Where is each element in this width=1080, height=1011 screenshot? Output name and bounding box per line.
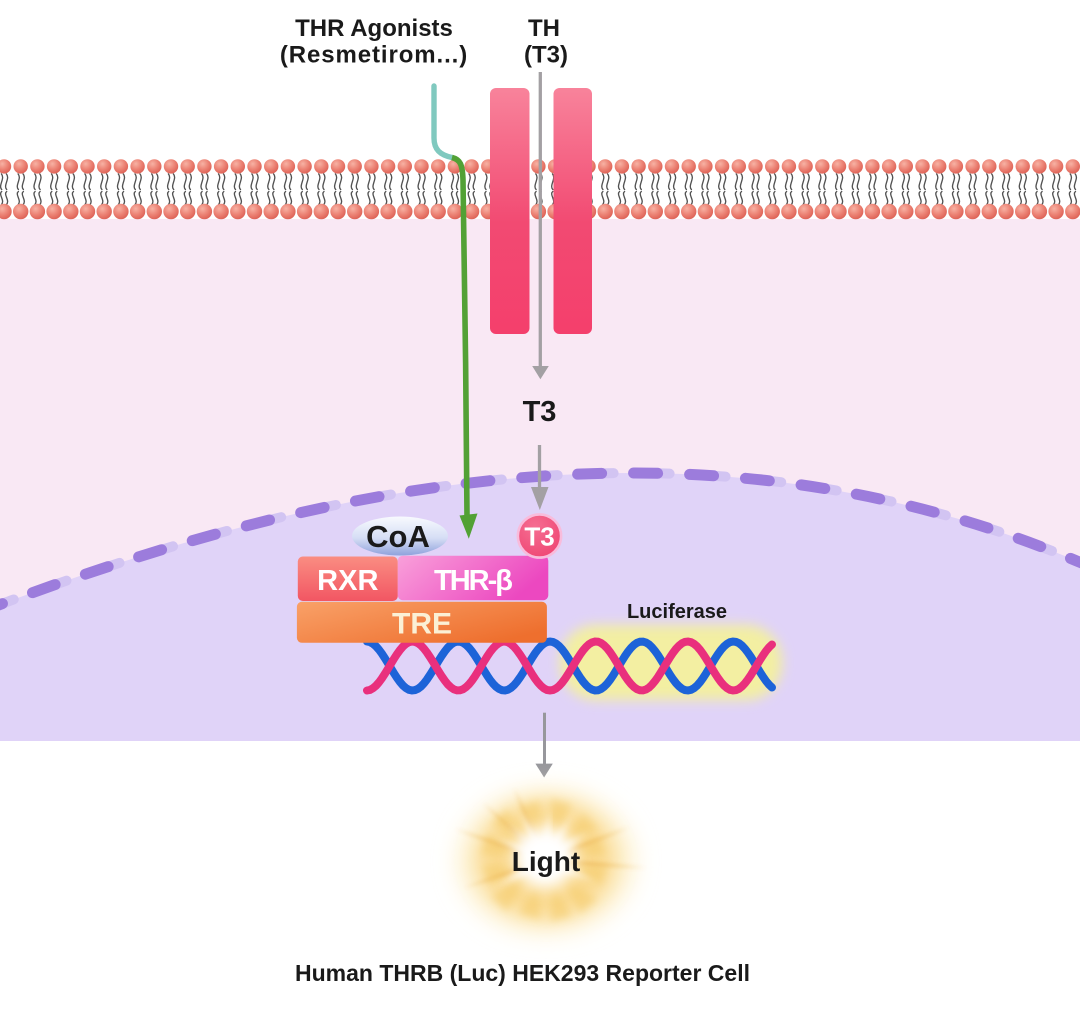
svg-text:Light: Light bbox=[512, 846, 580, 877]
svg-text:T3: T3 bbox=[523, 396, 557, 428]
svg-text:(T3): (T3) bbox=[524, 42, 568, 69]
svg-text:THR-β: THR-β bbox=[434, 565, 512, 597]
svg-text:Human THRB (Luc) HEK293 Report: Human THRB (Luc) HEK293 Reporter Cell bbox=[295, 960, 750, 986]
svg-text:TRE: TRE bbox=[392, 608, 452, 641]
svg-text:Luciferase: Luciferase bbox=[627, 601, 727, 623]
svg-text:RXR: RXR bbox=[317, 565, 378, 597]
svg-text:T3: T3 bbox=[524, 522, 554, 552]
svg-text:CoA: CoA bbox=[366, 519, 430, 554]
svg-text:THR Agonists: THR Agonists bbox=[295, 15, 453, 42]
svg-text:(Resmetirom...): (Resmetirom...) bbox=[280, 42, 468, 69]
svg-text:TH: TH bbox=[528, 15, 560, 42]
